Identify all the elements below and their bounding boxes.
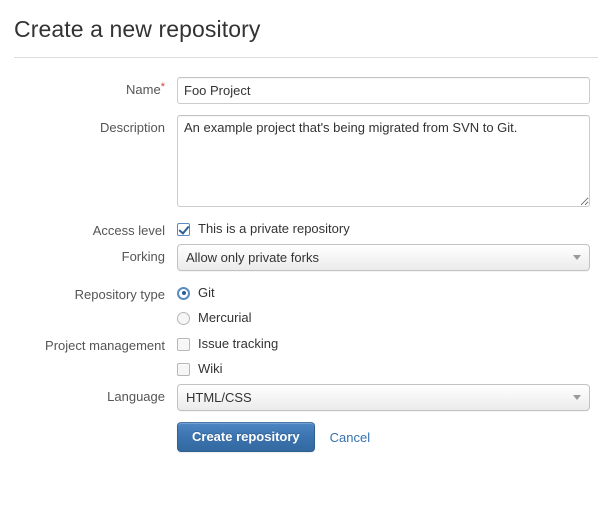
checkbox-row-issue-tracking[interactable]: Issue tracking: [177, 333, 278, 355]
access-level-label: Access level: [92, 223, 165, 238]
forking-select-wrap: Allow only private forks: [177, 244, 590, 271]
forking-label: Forking: [121, 249, 165, 264]
radio-selected-icon[interactable]: [177, 286, 190, 300]
checkbox-row-wiki[interactable]: Wiki: [177, 358, 278, 380]
repository-type-control: Git Mercurial: [177, 282, 251, 329]
language-select-wrap: HTML/CSS: [177, 384, 590, 411]
form-row-name: Name*: [0, 77, 612, 104]
forking-control: Allow only private forks: [177, 244, 590, 271]
radio-label-mercurial: Mercurial: [198, 310, 252, 325]
checkbox-label-wiki: Wiki: [198, 361, 223, 376]
private-repository-checkbox-row[interactable]: This is a private repository: [177, 218, 350, 240]
radio-row-git[interactable]: Git: [177, 282, 251, 304]
page-title: Create a new repository: [14, 16, 261, 42]
description-label: Description: [99, 120, 165, 135]
name-label-text: Name: [126, 82, 161, 97]
cancel-link[interactable]: Cancel: [329, 429, 371, 445]
checkbox-unchecked-icon[interactable]: [177, 362, 190, 376]
language-select[interactable]: HTML/CSS: [177, 384, 590, 411]
radio-unselected-icon[interactable]: [177, 311, 190, 325]
project-management-control: Issue tracking Wiki: [177, 333, 278, 380]
project-management-label: Project management: [45, 338, 165, 353]
repository-type-label: Repository type: [74, 287, 165, 302]
form-row-access-level: Access level This is a private repositor…: [0, 218, 612, 240]
radio-label-git: Git: [198, 285, 215, 300]
radio-row-mercurial[interactable]: Mercurial: [177, 307, 251, 329]
form-row-forking: Forking Allow only private forks: [0, 244, 612, 271]
create-repository-button[interactable]: Create repository: [177, 422, 315, 452]
name-control: [177, 77, 590, 104]
actions-spacer: [0, 422, 165, 427]
language-label: Language: [107, 389, 165, 404]
form-row-repository-type: Repository type Git Mercurial: [0, 282, 612, 329]
name-label: Name*: [0, 77, 165, 98]
description-control: [177, 115, 590, 207]
required-asterisk: *: [160, 81, 165, 93]
checkbox-label-issue-tracking: Issue tracking: [198, 336, 279, 351]
actions-control: Create repository Cancel: [177, 422, 370, 452]
form-row-project-management: Project management Issue tracking Wiki: [0, 333, 612, 380]
form-row-language: Language HTML/CSS: [0, 384, 612, 411]
description-textarea[interactable]: [177, 115, 590, 207]
checkbox-checked-icon[interactable]: [177, 222, 190, 236]
form-row-actions: Create repository Cancel: [0, 422, 612, 452]
name-input[interactable]: [177, 77, 590, 104]
forking-select[interactable]: Allow only private forks: [177, 244, 590, 271]
create-repository-form: Name* Description Access level This is a…: [0, 58, 612, 452]
private-repository-label: This is a private repository: [198, 221, 350, 236]
language-control: HTML/CSS: [177, 384, 590, 411]
checkbox-unchecked-icon[interactable]: [177, 337, 190, 351]
title-divider: [14, 57, 598, 58]
form-row-description: Description: [0, 115, 612, 207]
access-level-control: This is a private repository: [177, 218, 350, 240]
